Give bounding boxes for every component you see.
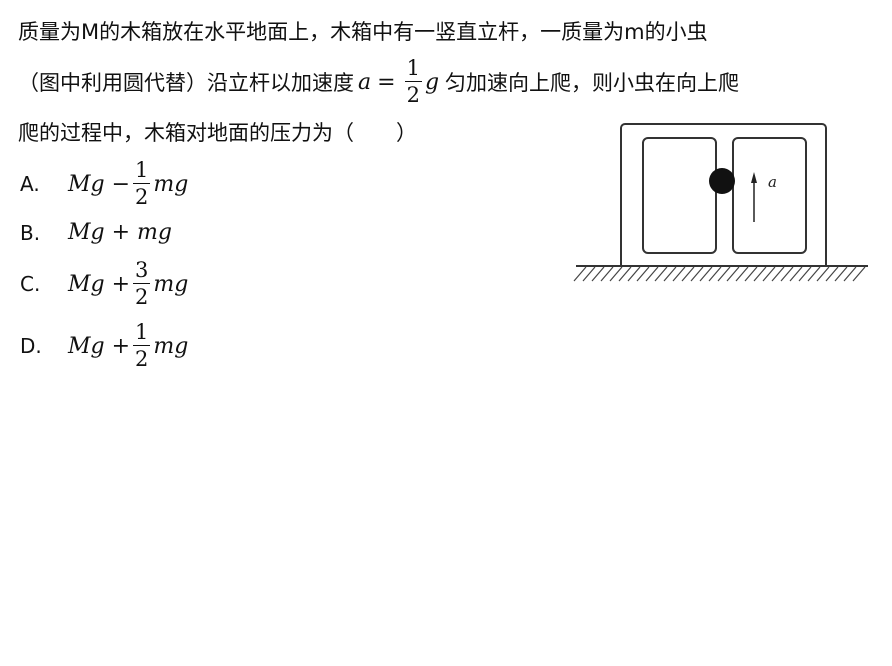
hatch-line xyxy=(645,266,659,282)
hatch-line xyxy=(609,266,623,282)
option-expr: Mg + xyxy=(68,271,131,297)
fraction-denominator: 2 xyxy=(406,83,420,107)
wooden-box xyxy=(620,123,827,266)
option-expr: Mg + mg xyxy=(68,220,172,245)
hatch-line xyxy=(627,266,641,282)
hatch-line xyxy=(591,266,605,282)
option-label: C. xyxy=(20,272,41,296)
option-expr: mg xyxy=(153,271,189,297)
question-line-3: 爬的过程中，木箱对地面的压力为（ ） xyxy=(18,121,417,145)
fraction-numerator: 1 xyxy=(133,320,151,346)
hatch-line xyxy=(726,266,740,282)
hatch-line xyxy=(753,266,767,282)
question-line-1: 质量为M的木箱放在水平地面上，木箱中有一竖直立杆，一质量为m的小虫 xyxy=(18,20,708,44)
hatch-line xyxy=(825,266,839,282)
hatch-line xyxy=(699,266,713,282)
hatch-line xyxy=(816,266,830,282)
accel-var: a xyxy=(358,69,372,95)
hatch-line xyxy=(717,266,731,282)
question-text: 匀加速向上爬，则小虫在向上爬 xyxy=(445,71,740,95)
question-text: （图中利用圆代替）沿立杆以加速度 xyxy=(18,71,354,95)
hatch-line xyxy=(807,266,821,282)
hatch-line xyxy=(780,266,794,282)
ground-hatching xyxy=(573,266,866,282)
hatch-line xyxy=(852,266,866,282)
hatch-line xyxy=(600,266,614,282)
hatch-line xyxy=(573,266,587,282)
option-b[interactable]: B. Mg + mg xyxy=(20,220,172,245)
box-compartment-left xyxy=(642,137,717,254)
hatch-line xyxy=(708,266,722,282)
gravity-var: g xyxy=(424,69,440,95)
option-expr: Mg − xyxy=(68,171,131,197)
option-label: B. xyxy=(20,220,41,245)
hatch-line xyxy=(582,266,596,282)
arrow-head-icon xyxy=(751,172,757,183)
option-expr: mg xyxy=(153,333,189,359)
option-expr: Mg + xyxy=(68,333,131,359)
box-compartment-right xyxy=(732,137,807,254)
hatch-line xyxy=(843,266,857,282)
option-label: D. xyxy=(20,334,42,358)
equals-sign: = xyxy=(377,69,396,95)
hatch-line xyxy=(744,266,758,282)
fraction-numerator: 1 xyxy=(404,56,422,82)
hatch-line xyxy=(636,266,650,282)
hatch-line xyxy=(771,266,785,282)
hatch-line xyxy=(762,266,776,282)
hatch-line xyxy=(618,266,632,282)
hatch-line xyxy=(789,266,803,282)
fraction-numerator: 3 xyxy=(133,258,151,284)
option-label: A. xyxy=(20,172,40,196)
hatch-line xyxy=(735,266,749,282)
hatch-line xyxy=(834,266,848,282)
arrow-label: a xyxy=(768,173,777,191)
fraction-denominator: 2 xyxy=(135,185,149,209)
bug-ball xyxy=(709,168,735,194)
option-expr: mg xyxy=(153,171,189,197)
fraction-numerator: 1 xyxy=(133,158,151,184)
hatch-line xyxy=(798,266,812,282)
hatch-line xyxy=(663,266,677,282)
hatch-line xyxy=(681,266,695,282)
hatch-line xyxy=(654,266,668,282)
fraction-denominator: 2 xyxy=(135,347,149,371)
hatch-line xyxy=(672,266,686,282)
hatch-line xyxy=(690,266,704,282)
fraction-denominator: 2 xyxy=(135,285,149,309)
